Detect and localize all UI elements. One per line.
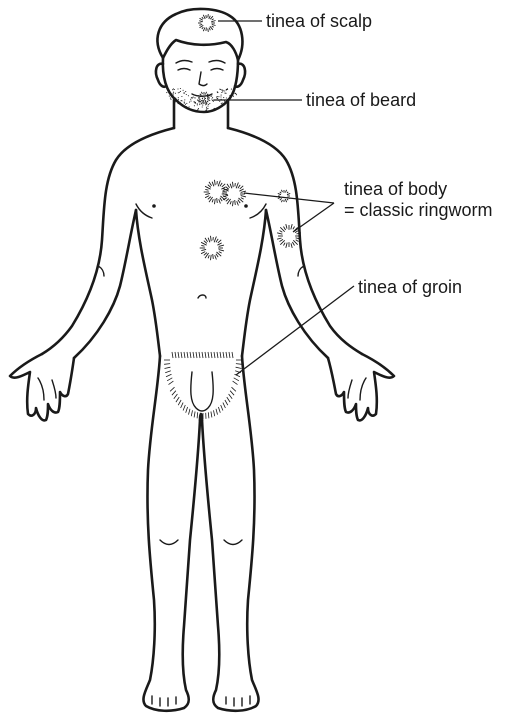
leader-body-chest	[244, 193, 334, 203]
left-toes	[152, 696, 176, 706]
right-eye	[211, 69, 223, 71]
left-arm-inner	[74, 210, 136, 358]
left-eye	[178, 69, 190, 71]
genitals	[191, 372, 213, 411]
right-arm-inner	[266, 210, 328, 358]
lesion-abdomen	[200, 236, 224, 260]
left-hand-detail	[38, 378, 56, 400]
left-nipple	[152, 204, 156, 208]
right-arm-outer	[228, 128, 362, 354]
nose	[199, 72, 207, 86]
lesion-right-arm	[277, 224, 301, 248]
label-tinea-groin: tinea of groin	[358, 276, 462, 298]
left-torso	[136, 210, 160, 356]
lesion-right-shoulder	[278, 190, 290, 202]
leader-groin	[236, 286, 354, 375]
left-brow	[176, 61, 192, 63]
navel	[198, 295, 206, 298]
left-leg-outer	[143, 356, 200, 711]
label-tinea-body: tinea of body	[344, 178, 447, 200]
label-tinea-beard: tinea of beard	[306, 89, 416, 111]
right-brow	[209, 61, 225, 63]
lesion-scalp	[198, 14, 216, 32]
right-leg-outer	[202, 356, 259, 711]
right-toes	[226, 696, 250, 706]
hair	[157, 9, 242, 60]
label-classic-ringworm: = classic ringworm	[344, 199, 493, 221]
left-knee	[160, 540, 178, 545]
chest-line-right	[250, 204, 266, 218]
lesion-chest-2	[222, 182, 246, 206]
right-knee	[224, 540, 242, 545]
groin-rash	[164, 352, 242, 419]
tinea-lesions	[198, 14, 301, 260]
right-torso	[242, 210, 266, 356]
label-tinea-scalp: tinea of scalp	[266, 10, 372, 32]
chest-line-left	[136, 204, 152, 218]
right-hand-detail	[348, 378, 366, 400]
right-nipple	[244, 204, 248, 208]
